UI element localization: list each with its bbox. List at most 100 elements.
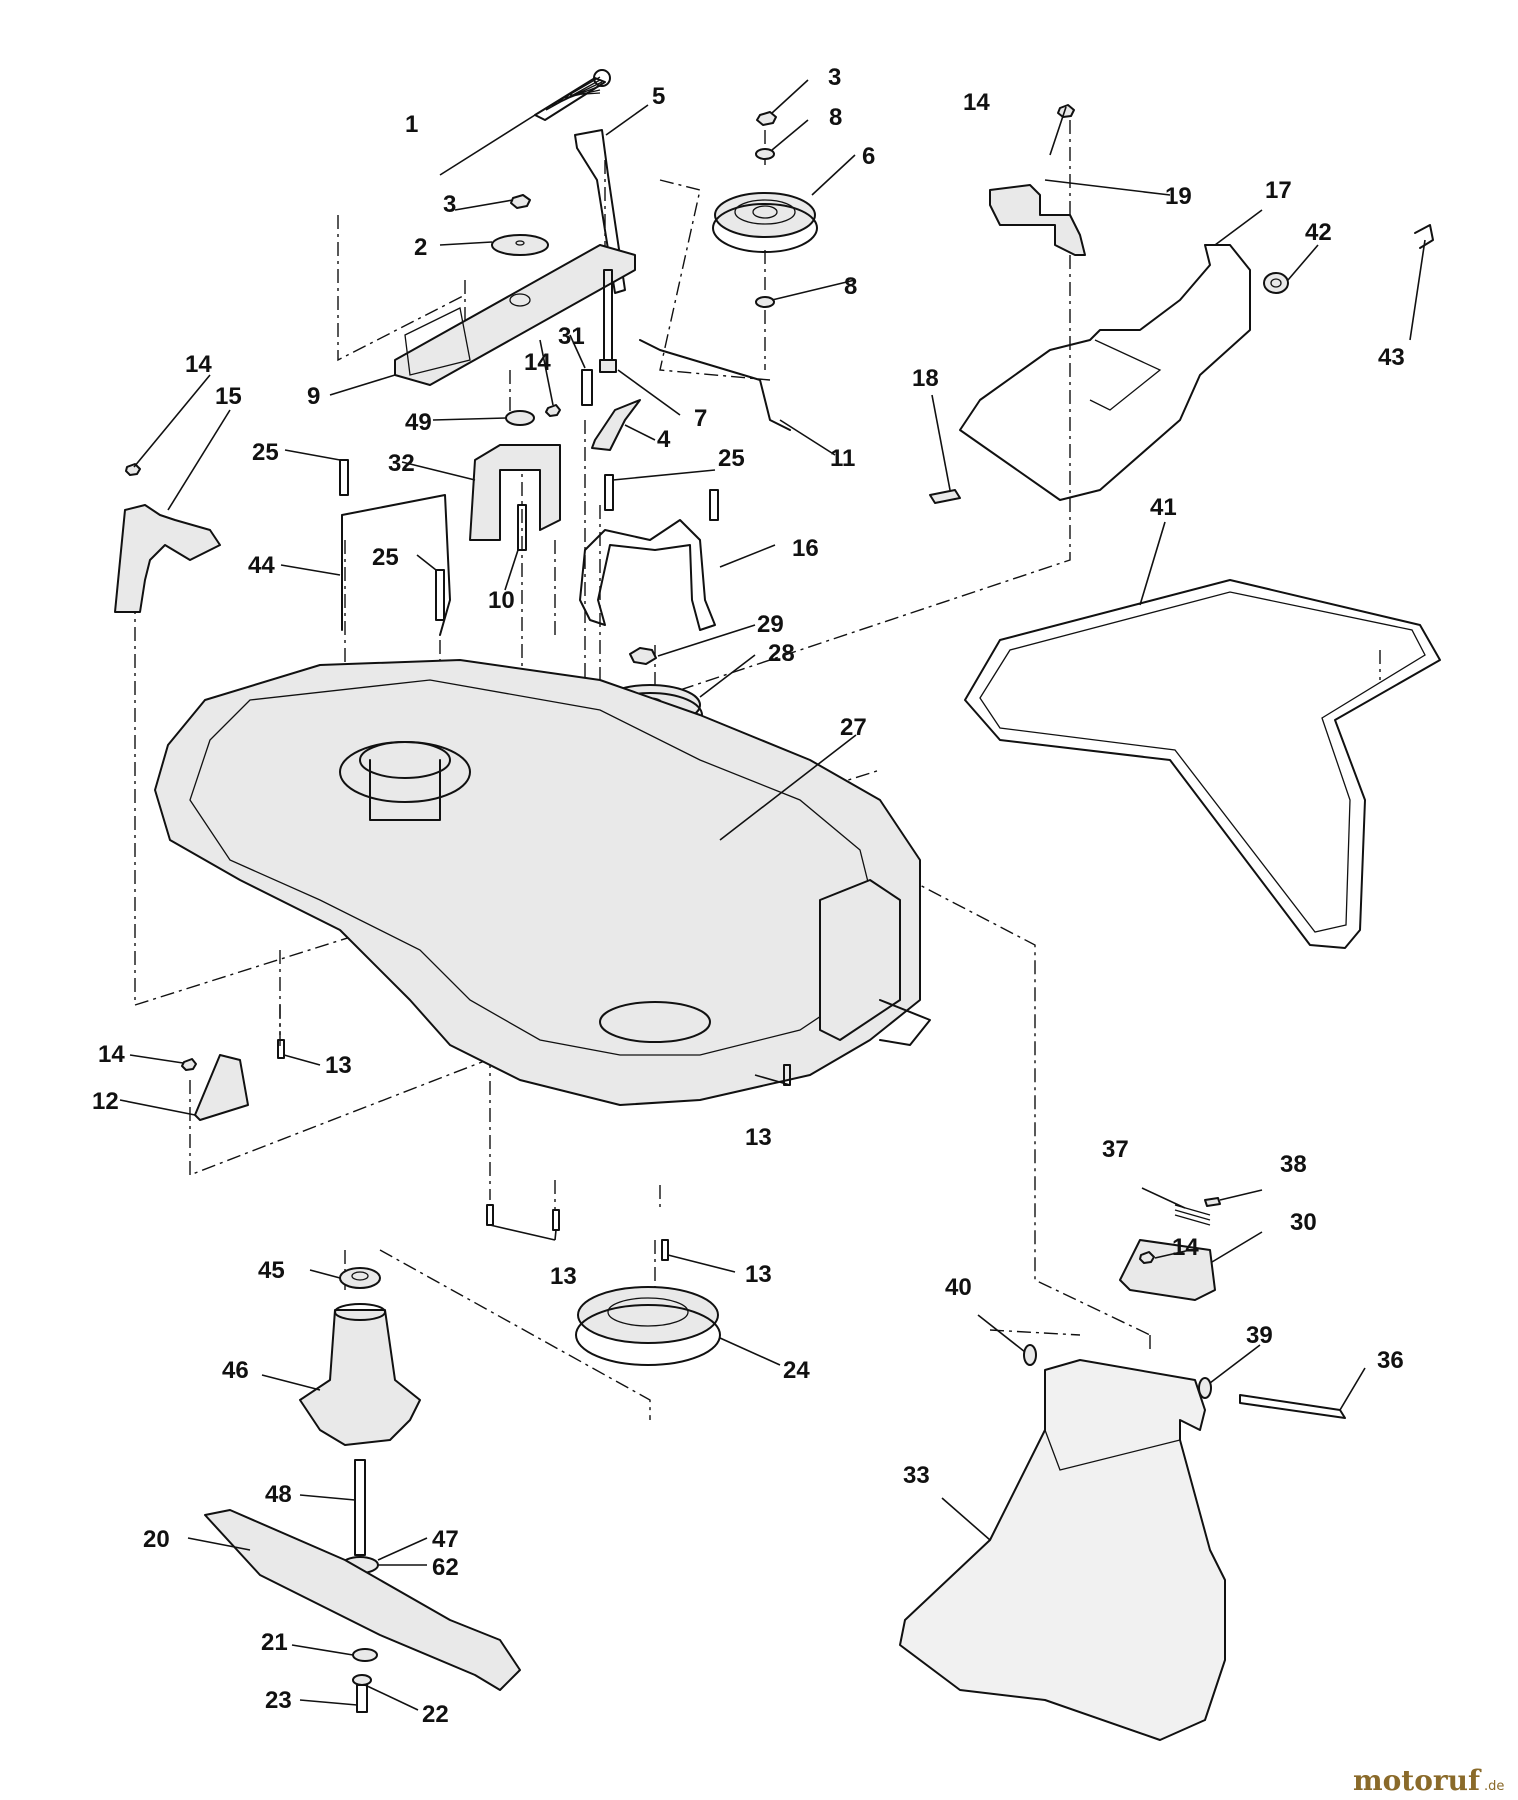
part-6-pulley xyxy=(712,192,818,253)
part-38-pin xyxy=(1204,1197,1221,1207)
callout-18: 18 xyxy=(912,365,939,392)
callout-16: 16 xyxy=(792,535,819,562)
leader-lines xyxy=(119,79,1426,1711)
callout-21: 21 xyxy=(261,1629,288,1656)
part-32-bracket xyxy=(469,444,561,541)
part-14-nut-chute xyxy=(1139,1251,1155,1264)
callout-7: 7 xyxy=(694,405,707,432)
callout-1: 1 xyxy=(405,111,418,138)
callout-9: 9 xyxy=(307,383,320,410)
callout-36: 36 xyxy=(1377,1347,1404,1374)
callout-6: 6 xyxy=(862,143,875,170)
callout-25-right: 25 xyxy=(718,445,745,472)
part-10-bolt xyxy=(517,504,527,551)
callout-38: 38 xyxy=(1280,1151,1307,1178)
part-42-spacer xyxy=(1263,272,1289,294)
part-3-nut-top xyxy=(756,111,777,126)
part-8-washers xyxy=(755,148,775,308)
callout-15: 15 xyxy=(215,383,242,410)
part-45-bearing xyxy=(339,1267,381,1289)
callout-31: 31 xyxy=(558,323,585,350)
callout-46: 46 xyxy=(222,1357,249,1384)
part-4-bracket xyxy=(591,399,641,451)
callout-29: 29 xyxy=(757,611,784,638)
part-48-shaft xyxy=(341,1459,379,1574)
callout-20: 20 xyxy=(143,1526,170,1553)
callout-3-top: 3 xyxy=(828,64,841,91)
part-11-rod xyxy=(639,339,791,431)
part-24-baffle xyxy=(575,1286,721,1366)
part-12-bracket xyxy=(194,1054,249,1121)
callout-37: 37 xyxy=(1102,1136,1129,1163)
part-33-bag xyxy=(899,1359,1226,1741)
watermark-logo: motoruf .de xyxy=(1353,1764,1504,1797)
part-30-deflector-bracket xyxy=(1119,1239,1216,1301)
part-14-nut-bottom-left xyxy=(181,1058,197,1071)
part-22-washer xyxy=(352,1674,372,1686)
callout-5: 5 xyxy=(652,83,665,110)
callout-14-top-right: 14 xyxy=(963,89,990,116)
part-39-washer xyxy=(1198,1377,1212,1399)
watermark-brand: motoruf xyxy=(1353,1764,1482,1797)
part-27-deck xyxy=(154,659,931,1106)
part-41-belt xyxy=(964,579,1441,949)
callout-14-center: 14 xyxy=(524,349,551,376)
callout-62: 62 xyxy=(432,1554,459,1581)
callout-47: 47 xyxy=(432,1526,459,1553)
callout-8-top: 8 xyxy=(829,104,842,131)
part-2-washer xyxy=(491,234,549,256)
part-7-bolt xyxy=(599,269,617,373)
callout-19: 19 xyxy=(1165,183,1192,210)
callout-14-chute: 14 xyxy=(1172,1234,1199,1261)
watermark-suffix: .de xyxy=(1484,1779,1504,1794)
callout-14-bottom-left: 14 xyxy=(98,1041,125,1068)
callout-25-center: 25 xyxy=(372,544,399,571)
callout-25-left: 25 xyxy=(252,439,279,466)
callout-45: 45 xyxy=(258,1257,285,1284)
part-1-spring xyxy=(534,69,611,121)
callout-24: 24 xyxy=(783,1357,810,1384)
part-19-bracket xyxy=(989,184,1086,256)
part-17-frame xyxy=(959,244,1251,501)
callout-42: 42 xyxy=(1305,219,1332,246)
callout-49: 49 xyxy=(405,409,432,436)
callout-28: 28 xyxy=(768,640,795,667)
callout-27: 27 xyxy=(840,714,867,741)
callout-11: 11 xyxy=(830,445,855,472)
part-43-pin xyxy=(1414,224,1434,249)
callout-44: 44 xyxy=(248,552,275,579)
part-44-rod xyxy=(341,494,451,636)
callout-12: 12 xyxy=(92,1088,119,1115)
callout-13-bottom: 13 xyxy=(550,1263,577,1290)
part-5-arm xyxy=(574,129,626,294)
callout-23: 23 xyxy=(265,1687,292,1714)
part-23-bolt xyxy=(356,1684,368,1713)
callout-8-bottom: 8 xyxy=(844,273,857,300)
part-37-spring xyxy=(1174,1204,1211,1226)
callout-13-right: 13 xyxy=(745,1261,772,1288)
callout-48: 48 xyxy=(265,1481,292,1508)
part-36-rod xyxy=(1239,1394,1346,1419)
part-14-nut-left xyxy=(125,463,141,476)
callout-41: 41 xyxy=(1150,494,1177,521)
part-25-bolts xyxy=(339,459,719,621)
callout-13-left: 13 xyxy=(325,1052,352,1079)
callout-17: 17 xyxy=(1265,177,1292,204)
part-18-pin xyxy=(929,489,961,504)
part-14-nut-top-right xyxy=(1057,104,1075,118)
callout-39: 39 xyxy=(1246,1322,1273,1349)
callout-13-center: 13 xyxy=(745,1124,772,1151)
part-31-bolt xyxy=(581,369,593,406)
part-40-washer xyxy=(1023,1344,1037,1366)
callout-2: 2 xyxy=(414,234,427,261)
callout-3: 3 xyxy=(443,191,456,218)
callout-43: 43 xyxy=(1378,344,1405,371)
callout-33: 33 xyxy=(903,1462,930,1489)
part-46-spindle-housing xyxy=(299,1303,421,1446)
part-29-nut xyxy=(629,647,657,665)
callout-4: 4 xyxy=(657,426,671,453)
callout-14-left: 14 xyxy=(185,351,212,378)
callout-labels: 1 2 3 3 4 5 6 7 8 8 9 10 11 12 13 13 13 … xyxy=(92,64,1405,1728)
callout-30: 30 xyxy=(1290,1209,1317,1236)
